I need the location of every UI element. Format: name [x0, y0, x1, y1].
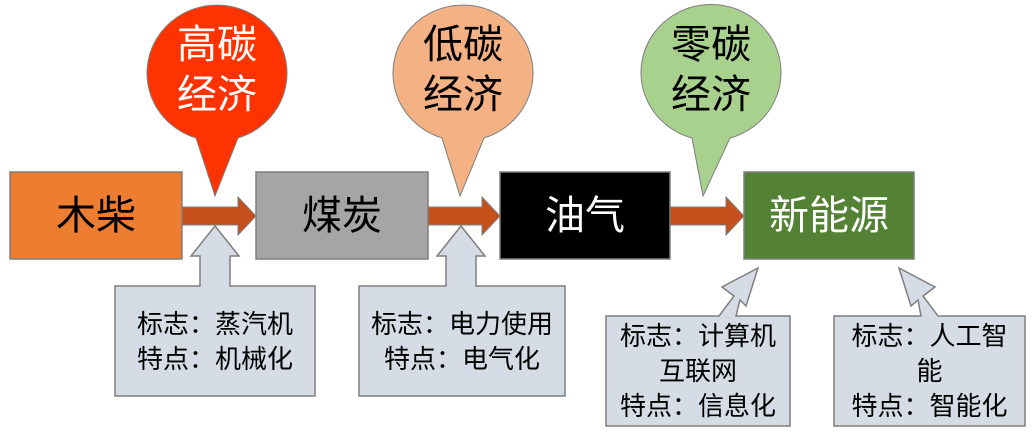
note-text-computer: 标志：计算机 互联网 特点：信息化	[619, 322, 776, 422]
stage-label-oilgas: 油气	[545, 193, 625, 239]
bubble-label-zero-carbon: 零碳 经济	[671, 22, 751, 118]
note-text-ai: 标志：人工智 能 特点：智能化	[851, 322, 1008, 422]
note-text-steam: 标志：蒸汽机 特点：机械化	[136, 310, 293, 375]
bubble-label-low-carbon: 低碳 经济	[423, 22, 503, 118]
stage-label-wood: 木柴	[56, 193, 136, 239]
note-electric-callout	[358, 224, 566, 397]
note-computer-callout	[605, 266, 791, 427]
bubble-label-high-carbon: 高碳 经济	[177, 22, 257, 118]
stage-label-newenergy: 新能源	[769, 193, 889, 239]
note-ai-callout	[833, 266, 1026, 427]
arrow-oilgas-to-newenergy	[669, 195, 745, 237]
note-steam-callout	[114, 224, 316, 397]
bubble-low-carbon	[392, 4, 534, 198]
stage-label-coal: 煤炭	[302, 193, 382, 239]
stage-box-coal	[255, 171, 429, 260]
arrow-wood-to-coal	[181, 195, 257, 237]
stage-box-oilgas	[499, 171, 671, 260]
note-text-electric: 标志：电力使用 特点：电气化	[370, 310, 553, 375]
arrow-coal-to-oilgas	[427, 195, 501, 237]
bubble-zero-carbon	[640, 4, 782, 198]
stage-box-wood	[9, 171, 183, 260]
bubble-high-carbon	[146, 4, 288, 198]
stage-box-newenergy	[743, 171, 915, 260]
